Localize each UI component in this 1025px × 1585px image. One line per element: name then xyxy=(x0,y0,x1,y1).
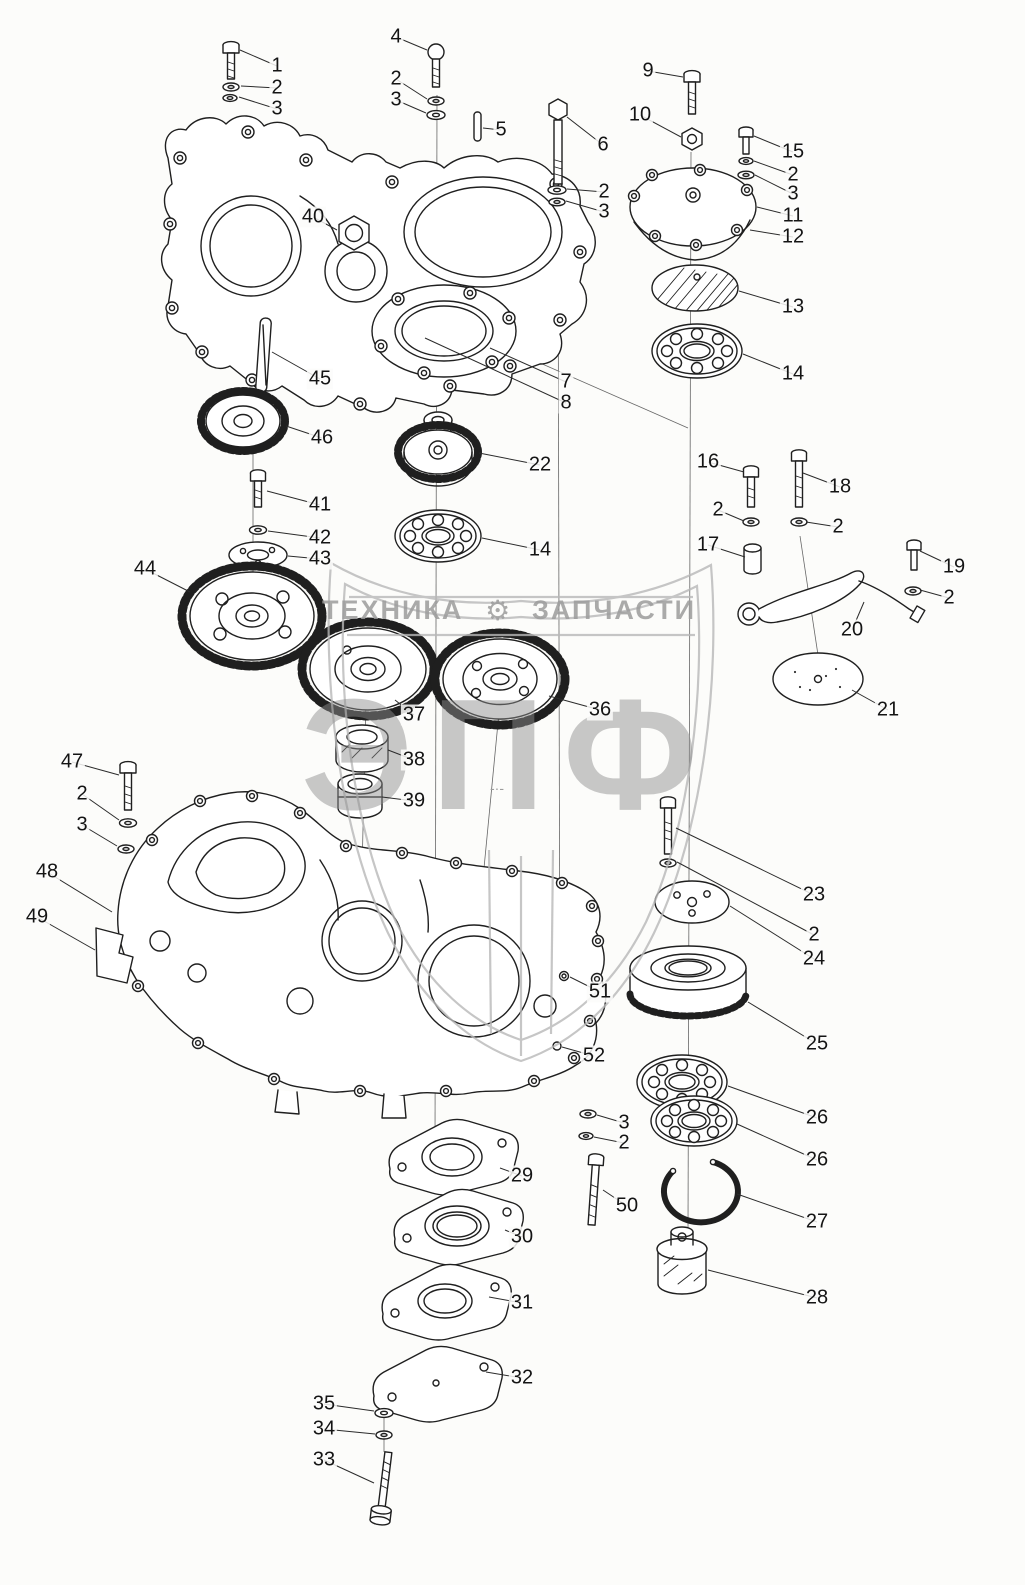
part-snap-ring-27 xyxy=(660,1158,741,1226)
gear-icon: ⚙ xyxy=(485,594,511,626)
part-bolt-47 xyxy=(117,760,138,854)
part-disc-21 xyxy=(772,652,864,706)
part-bolt-4 xyxy=(426,43,446,121)
part-plunger-28 xyxy=(656,1226,708,1295)
part-cover-11-12 xyxy=(627,163,757,261)
part-washer-34 xyxy=(375,1430,393,1440)
part-bolt-15 xyxy=(737,126,755,180)
part-pin-5 xyxy=(473,111,482,142)
part-gear-22 xyxy=(394,411,482,487)
part-washer-3-mid xyxy=(579,1109,597,1119)
part-bolt-19 xyxy=(904,539,922,596)
part-stud-51 xyxy=(558,970,570,982)
part-washer-2-mid xyxy=(578,1131,594,1141)
watermark-text-right: ЗАПЧАСТИ xyxy=(531,595,696,625)
part-nut-10 xyxy=(681,127,703,151)
part-gasket-29 xyxy=(388,1118,519,1196)
part-bolt-6 xyxy=(547,98,568,207)
part-bolt-1 xyxy=(222,40,240,103)
part-cover-30 xyxy=(393,1188,524,1266)
part-gear-44 xyxy=(177,561,327,671)
part-bolt-16 xyxy=(742,465,760,527)
part-bearing-14-right xyxy=(651,323,743,379)
part-sleeve-39 xyxy=(337,773,383,819)
part-upper-cover xyxy=(161,115,596,413)
part-disc-13 xyxy=(651,264,739,312)
part-bearing-14-mid xyxy=(394,509,482,563)
part-gear-46 xyxy=(197,387,289,455)
part-roller-17 xyxy=(743,543,762,575)
part-bearing-26-lower xyxy=(650,1095,738,1147)
watermark-brand-row: ТЕХНИКА ⚙ ЗАПЧАСТИ xyxy=(322,595,696,626)
watermark-dash: -·- xyxy=(490,780,504,796)
part-bolt-41 xyxy=(249,469,267,508)
part-lower-cover-48 xyxy=(95,789,607,1119)
part-gear-25 xyxy=(626,945,750,1020)
part-nut-40 xyxy=(338,215,370,251)
part-bolt-23 xyxy=(659,796,677,868)
part-bracket-49 xyxy=(95,927,134,984)
part-gear-36 xyxy=(430,628,570,730)
part-bolt-33 xyxy=(369,1451,393,1526)
part-washer-35 xyxy=(374,1407,394,1419)
part-plate-32 xyxy=(372,1345,503,1423)
part-plate-24 xyxy=(654,880,730,924)
part-gasket-31 xyxy=(381,1263,512,1341)
watermark-shield xyxy=(327,561,715,1063)
part-bolt-50 xyxy=(587,1153,605,1226)
part-rod-20 xyxy=(737,570,926,626)
watermark-text-left: ТЕХНИКА xyxy=(322,595,464,625)
part-washer-42 xyxy=(248,525,268,535)
part-bolt-9 xyxy=(683,69,701,115)
part-bolt-18 xyxy=(790,449,808,527)
watermark-logo-text: ЭПФ xyxy=(300,667,716,843)
